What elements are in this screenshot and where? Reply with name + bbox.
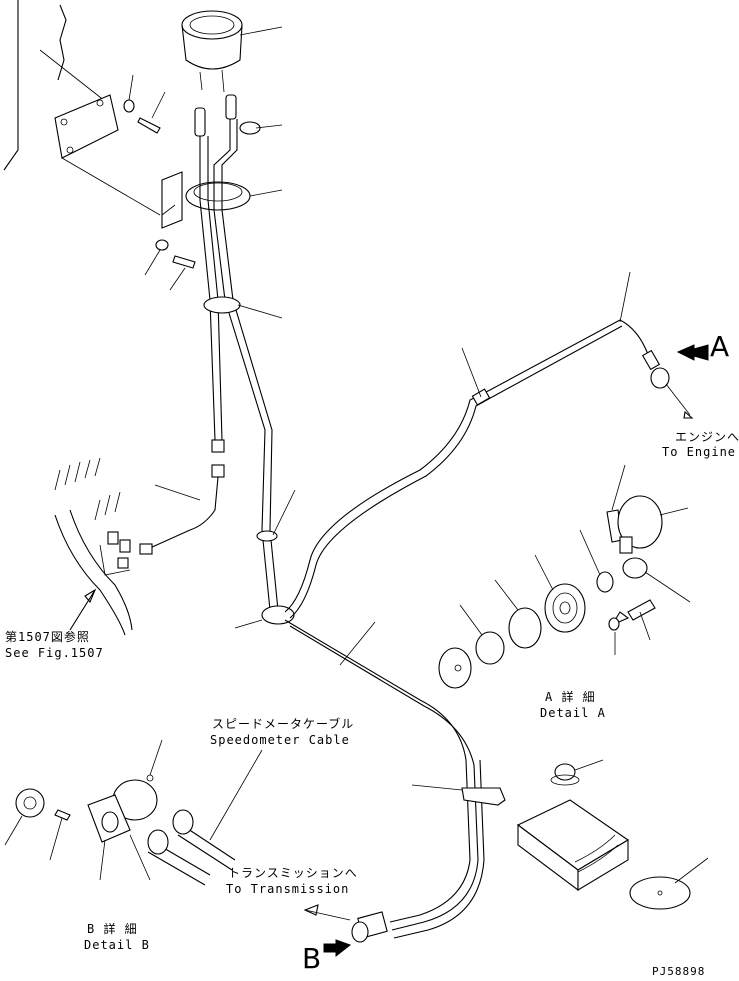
detail-a-parts (438, 464, 691, 689)
washer-bolt-upper (123, 74, 166, 134)
to-transmission-label-en: To Transmission (226, 882, 350, 896)
detail-b-label-jp: B 詳 細 (87, 922, 138, 936)
speedometer-cable-detail (147, 749, 263, 886)
mounting-plate (54, 94, 161, 216)
frame-outline (3, 0, 111, 171)
see-fig-label-en: See Fig.1507 (5, 646, 104, 660)
view-b-arrow (323, 939, 352, 958)
speedometer-cable-label-en: Speedometer Cable (210, 733, 350, 747)
to-engine-label-jp: エンジンへ (675, 430, 739, 444)
transmission-cable (284, 619, 506, 943)
disc-washer (629, 857, 709, 910)
speedometer-gauge (181, 10, 283, 93)
view-a-letter: A (710, 330, 730, 363)
detail-a-label-en: Detail A (540, 706, 606, 720)
drawing-number: PJ58898 (652, 965, 706, 978)
cable-bracket (161, 171, 283, 229)
harness-clamp (256, 489, 296, 542)
speedometer-cable-label-jp: スピードメータケーブル (212, 717, 355, 731)
fig-1507-harness (54, 457, 133, 636)
grommet (550, 759, 604, 786)
cable-loop (234, 605, 295, 629)
view-b-letter: B (302, 942, 322, 975)
gauge-harness (139, 119, 283, 611)
detail-b-label-en: Detail B (84, 938, 150, 952)
see-fig-label-jp: 第1507図参照 (5, 630, 90, 644)
detail-b-parts (4, 739, 163, 881)
washer-bolt-lower (144, 239, 196, 291)
gauge-connectors (194, 94, 283, 137)
to-transmission-label-jp: トランスミッションへ (228, 866, 358, 880)
to-engine-label-en: To Engine (662, 445, 737, 459)
view-a-arrow (676, 344, 709, 361)
cover-pad (516, 799, 630, 892)
engine-cable (284, 271, 694, 619)
detail-a-label-jp: A 詳 細 (545, 690, 596, 704)
